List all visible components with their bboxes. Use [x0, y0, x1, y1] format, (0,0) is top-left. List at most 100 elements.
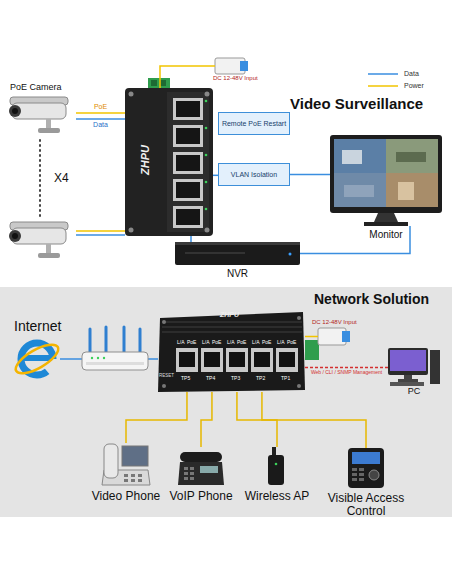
- node-label: ZHPU: [220, 311, 239, 319]
- switch-illustration: [179, 352, 195, 367]
- port-label: TP3: [231, 376, 240, 382]
- pc-illustration: [404, 375, 412, 379]
- monitor-illustration: [342, 150, 362, 164]
- port-label: L/A: [277, 340, 285, 346]
- router-illustration: [103, 357, 105, 359]
- cable-connector: [201, 392, 212, 447]
- switch-illustration: [173, 152, 203, 174]
- video-phone-illustration: [131, 474, 135, 477]
- port-label: PoE: [262, 340, 271, 346]
- access-control-illustration: [352, 473, 357, 476]
- switch-illustration: [251, 348, 273, 372]
- quantity-label: X4: [54, 172, 69, 185]
- dotted-link: [39, 140, 41, 216]
- switch-illustration: [176, 128, 200, 144]
- device-node: VoIP Phone: [178, 447, 224, 485]
- node-label: Visible Access Control: [318, 492, 414, 518]
- legend-text: Data: [404, 70, 419, 78]
- router-illustration: [90, 327, 140, 352]
- monitor-illustration: [344, 185, 374, 197]
- node-label: Wireless AP: [245, 490, 310, 503]
- switch-illustration: [162, 322, 302, 332]
- wireless-ap-illustration: [275, 463, 278, 466]
- power-adapter: [318, 328, 350, 345]
- section-band: [0, 287, 452, 517]
- legend-line-sample: [368, 85, 398, 87]
- port-label: L/A: [202, 340, 210, 346]
- node-label: Video Phone: [92, 490, 161, 503]
- nvr-illustration: [185, 252, 245, 254]
- switch-illustration: [160, 80, 166, 86]
- switch-illustration: [167, 92, 209, 232]
- camera-illustration: [9, 97, 68, 133]
- node-label: PC: [408, 387, 421, 397]
- cable-connector: [305, 367, 388, 369]
- internet-icon: [12, 339, 63, 379]
- node-label: DC 12-48V Input: [312, 319, 357, 326]
- voip-phone-illustration: [184, 467, 188, 470]
- voip-phone-illustration: [178, 462, 224, 485]
- router-illustration: [86, 362, 144, 365]
- port-label: PoE: [287, 340, 296, 346]
- switch-illustration: [254, 352, 270, 367]
- access-control-illustration: [359, 468, 364, 471]
- monitor-illustration: [398, 182, 414, 200]
- device-node: Video Phone: [100, 443, 152, 485]
- port-label: PoE: [212, 340, 221, 346]
- nvr-illustration: [175, 242, 300, 245]
- monitor-illustration: [386, 139, 438, 173]
- monitor-illustration: [334, 173, 386, 207]
- monitor-illustration: [386, 173, 438, 207]
- switch-illustration: [151, 80, 157, 86]
- node-label: NVR: [227, 268, 248, 279]
- section-heading: Video Surveillance: [290, 96, 423, 113]
- port-label: L/A: [177, 340, 185, 346]
- switch-illustration: [129, 228, 134, 233]
- wireless-ap-illustration: [268, 447, 284, 485]
- monitor-illustration: [374, 213, 398, 222]
- power-adapter: [342, 331, 350, 342]
- switch-illustration: [201, 348, 223, 372]
- switch-illustration: [205, 228, 210, 233]
- access-control-illustration: [369, 470, 379, 480]
- switch-illustration: [226, 348, 248, 372]
- power-adapter: [240, 61, 248, 71]
- video-phone-illustration: [102, 444, 150, 485]
- legend-line-sample: [368, 73, 398, 75]
- port-label: PoE: [187, 340, 196, 346]
- wireless-ap-illustration: [268, 455, 284, 485]
- switch-illustration: [148, 78, 170, 89]
- node-label: PoE Camera: [10, 83, 62, 93]
- switch-illustration: [158, 312, 305, 392]
- nvr-illustration: [175, 242, 300, 265]
- nvr-illustration: [175, 242, 300, 265]
- video-phone-illustration: [124, 479, 128, 482]
- monitor-illustration: [330, 135, 442, 226]
- node-label: VLAN Isolation: [219, 164, 289, 185]
- cable-connector: [160, 66, 215, 88]
- video-phone-illustration: [124, 474, 128, 477]
- switch-illustration: [205, 127, 208, 130]
- monitor-illustration: [330, 135, 442, 213]
- switch-illustration: [125, 78, 213, 236]
- voip-phone-illustration: [200, 466, 218, 473]
- power-wire: [76, 230, 125, 232]
- switch-illustration: [204, 352, 220, 367]
- router-illustration: [82, 352, 148, 370]
- pc-node: PC: [388, 348, 440, 386]
- node-label: Internet: [14, 319, 61, 334]
- camera-illustration: [46, 244, 51, 254]
- pc-illustration: [430, 350, 440, 384]
- switch-illustration: [305, 340, 319, 360]
- video-phone-illustration: [131, 479, 135, 482]
- switch-illustration: [173, 206, 203, 228]
- monitor-illustration: [364, 222, 408, 226]
- access-control-illustration: [359, 478, 364, 481]
- pc-illustration: [388, 348, 428, 375]
- access-control-illustration: [359, 473, 364, 476]
- cable-connector: [262, 392, 366, 448]
- cable-connector: [305, 336, 318, 338]
- port-label: TP2: [256, 376, 265, 382]
- voip-phone-illustration: [180, 452, 222, 462]
